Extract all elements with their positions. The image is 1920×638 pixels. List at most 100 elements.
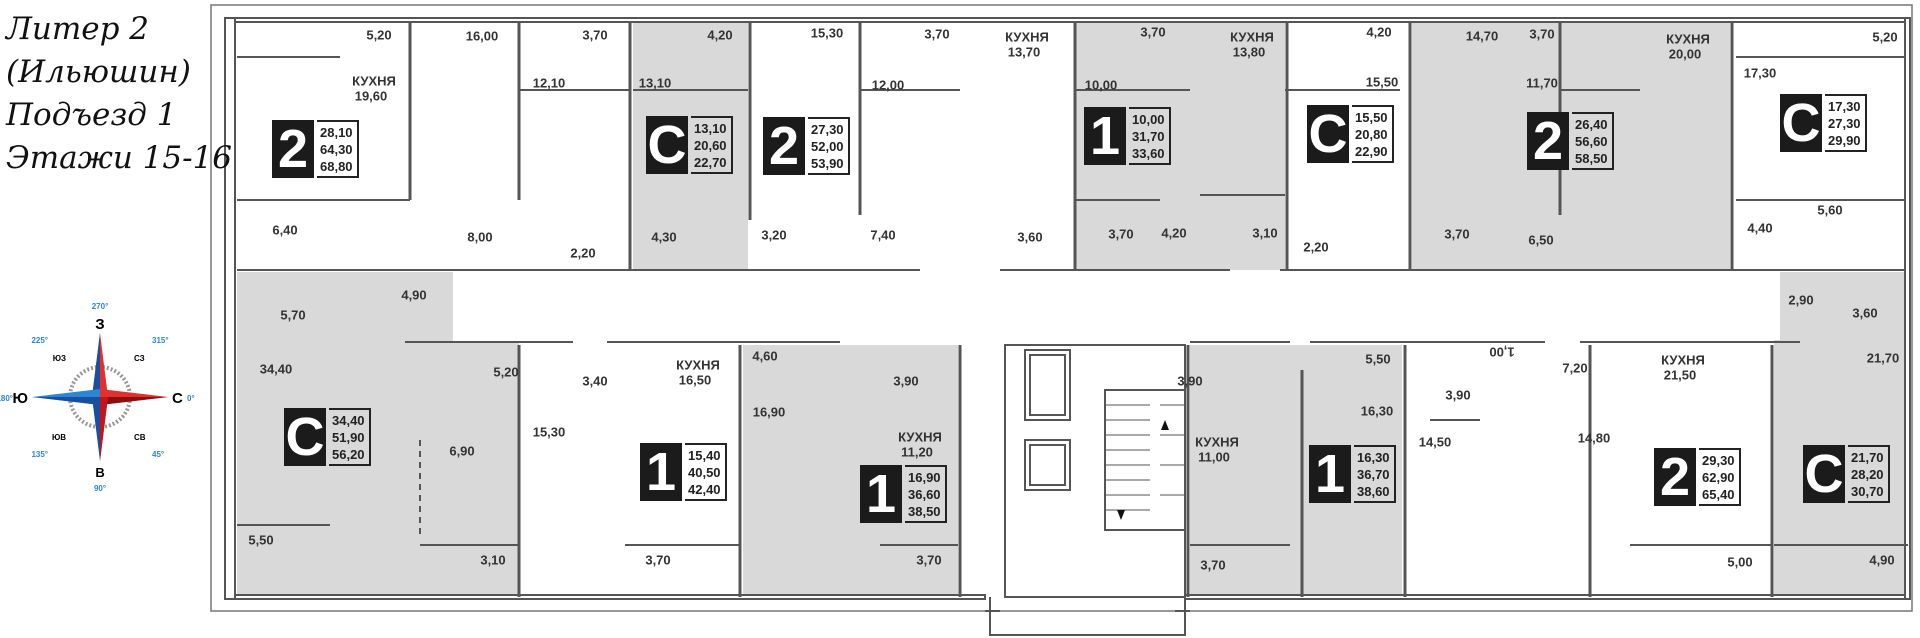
room-area-label: 3,10 — [1252, 225, 1278, 241]
room-area-label: 4,60 — [752, 348, 778, 364]
compass-deg-nw: 315° — [152, 336, 169, 345]
compass-north-label: С — [172, 390, 183, 407]
room-area-label: 3,70 — [1529, 26, 1555, 42]
room-area-label: 3,60 — [1852, 305, 1878, 321]
total-area-with-balcony: 22,70 — [694, 155, 727, 170]
apartment-type: 2 — [1527, 112, 1569, 170]
apartment-type: 2 — [272, 120, 314, 178]
total-area-with-balcony: 56,20 — [332, 447, 365, 462]
room-area-label: 1,00 — [1489, 344, 1515, 360]
room-area-label: 3,90 — [1177, 373, 1203, 389]
total-area-with-balcony: 42,40 — [688, 482, 721, 497]
total-area: 27,30 — [1828, 116, 1861, 131]
room-area-label: 4,30 — [651, 229, 677, 245]
room-area-label: 4,90 — [1869, 552, 1895, 568]
apartment-badge[interactable]: С 13,10 20,60 22,70 — [646, 116, 733, 174]
kitchen-label: КУХНЯ — [676, 357, 720, 373]
room-area-label: 7,20 — [1562, 360, 1588, 376]
room-area-label: 14,50 — [1418, 434, 1452, 450]
apartment-areas: 13,10 20,60 22,70 — [691, 116, 733, 174]
apartment-areas: 29,30 62,90 65,40 — [1699, 448, 1741, 506]
kitchen-label: КУХНЯ — [898, 429, 942, 445]
room-area-label: 11,20 — [901, 444, 933, 460]
total-area: 62,90 — [1702, 470, 1735, 485]
living-area: 15,40 — [688, 448, 721, 463]
room-area-label: 15,30 — [532, 424, 566, 440]
room-area-label: 17,30 — [1743, 65, 1777, 81]
apartment-type: С — [1307, 104, 1349, 164]
total-area: 20,60 — [694, 138, 727, 153]
compass-sw-label: ЮЗ — [53, 354, 66, 363]
total-area-with-balcony: 58,50 — [1575, 151, 1608, 166]
compass-west-label: З — [95, 316, 104, 333]
compass-rose-icon: С З В Ю 270° 0° 90° 180° 315° 45° 135° 2… — [0, 302, 195, 493]
total-area-with-balcony: 22,90 — [1355, 144, 1388, 159]
living-area: 34,40 — [332, 413, 365, 428]
room-area-label: 12,10 — [532, 75, 566, 91]
living-area: 13,10 — [694, 121, 727, 136]
apartment-type: 1 — [860, 465, 902, 523]
total-area: 36,60 — [908, 487, 941, 502]
compass-deg-sw: 225° — [31, 336, 48, 345]
total-area-with-balcony: 65,40 — [1702, 487, 1735, 502]
compass-south-label: Ю — [13, 390, 28, 407]
total-area-with-balcony: 38,50 — [908, 504, 941, 519]
room-area-label: 6,50 — [1528, 232, 1554, 248]
kitchen-label: КУХНЯ — [352, 73, 396, 89]
living-area: 10,00 — [1132, 112, 1165, 127]
room-area-label: 16,50 — [678, 372, 712, 388]
apartment-type: 2 — [763, 117, 805, 175]
title-line-liter: Литер 2 — [6, 11, 149, 47]
room-area-label: 3,90 — [1445, 387, 1471, 403]
room-area-label: 2,90 — [1788, 292, 1814, 308]
total-area: 20,80 — [1355, 127, 1388, 142]
title-line-entrance: Подъезд 1 — [6, 97, 177, 133]
room-area-label: 3,70 — [916, 552, 942, 568]
title-line-floors: Этажи 15-16 — [6, 140, 233, 176]
room-area-label: 15,30 — [810, 25, 844, 41]
apartment-type: 1 — [1084, 107, 1126, 165]
room-area-label: 3,40 — [582, 373, 608, 389]
room-area-label: 3,70 — [1444, 226, 1470, 242]
compass-deg-se: 135° — [31, 450, 48, 459]
room-area-label: 19,60 — [354, 88, 388, 104]
apartment-type: 1 — [640, 443, 682, 501]
compass-nw-label: СЗ — [134, 354, 145, 363]
stair-arrows — [1117, 420, 1169, 520]
room-area-label: 4,20 — [1366, 24, 1392, 40]
total-area: 56,60 — [1575, 134, 1608, 149]
room-area-label: 21,70 — [1866, 350, 1900, 366]
room-area-label: 14,80 — [1577, 430, 1611, 446]
room-area-label: 5,00 — [1727, 554, 1753, 570]
room-area-label: 3,70 — [1200, 557, 1226, 573]
total-area: 28,20 — [1851, 467, 1884, 482]
living-area: 29,30 — [1702, 453, 1735, 468]
apartment-badge[interactable]: 1 16,90 36,60 38,50 — [860, 465, 947, 523]
room-area-label: 8,00 — [467, 229, 493, 245]
apartment-type: С — [646, 115, 688, 175]
room-area-label: 7,40 — [870, 227, 896, 243]
total-area-with-balcony: 29,90 — [1828, 133, 1861, 148]
living-area: 16,90 — [908, 470, 941, 485]
room-area-label: 3,20 — [761, 227, 787, 243]
room-area-label: 6,40 — [272, 222, 298, 238]
room-area-label: 3,90 — [893, 373, 919, 389]
